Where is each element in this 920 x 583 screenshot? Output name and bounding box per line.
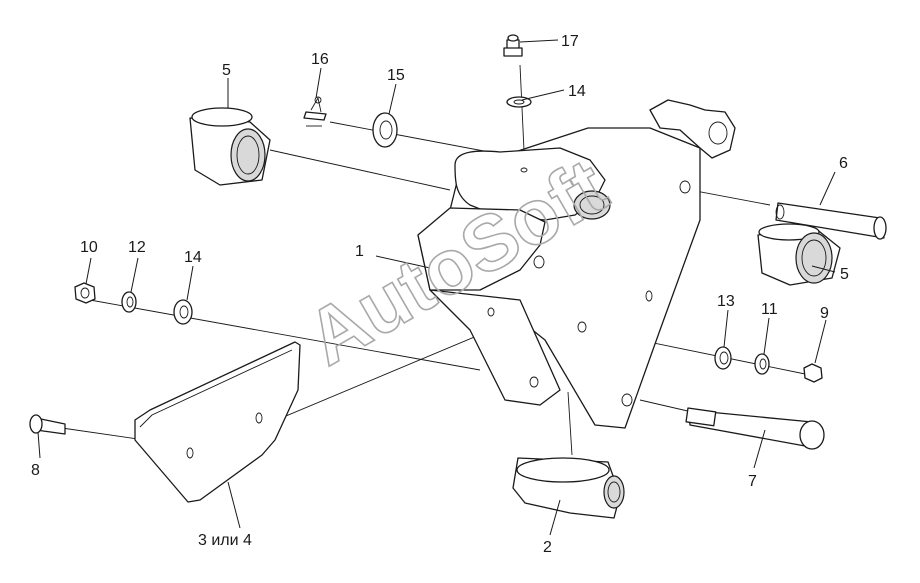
lock-washer-left [121, 291, 137, 313]
callout-3-or-4: 3 или 4 [198, 532, 252, 549]
callout-12: 12 [128, 239, 146, 256]
callout-2: 2 [543, 539, 552, 556]
bushing-left [189, 107, 271, 186]
grease-fitting [503, 34, 523, 57]
callout-14-left: 14 [184, 249, 202, 266]
callout-15: 15 [387, 67, 405, 84]
callout-5-right: 5 [840, 266, 849, 283]
callout-9: 9 [820, 305, 829, 322]
leader-lines [37, 39, 836, 536]
callout-14-top: 14 [568, 83, 586, 100]
callout-5-left: 5 [222, 62, 231, 79]
bolt-short [29, 414, 66, 435]
callout-10: 10 [80, 239, 98, 256]
cotter-pin [303, 96, 327, 127]
washer-large [372, 112, 398, 148]
callout-16: 16 [311, 51, 329, 68]
pin-long [775, 202, 887, 240]
bushing-sleeve [512, 457, 625, 519]
bushing-right [757, 223, 841, 286]
nut-left [74, 282, 96, 304]
nut-right [803, 363, 823, 383]
callout-7: 7 [748, 473, 757, 490]
side-plate [134, 341, 301, 503]
callout-6: 6 [839, 155, 848, 172]
washer-right [714, 346, 732, 370]
pin-stepped [685, 407, 825, 450]
callout-labels: 5 16 15 17 14 6 1 5 10 12 14 13 11 9 7 8… [31, 33, 849, 556]
callout-11: 11 [761, 301, 778, 318]
washer-left [173, 299, 193, 325]
callout-17: 17 [561, 33, 579, 50]
bracket-body [417, 99, 736, 429]
lock-washer-right [754, 353, 770, 375]
callout-8: 8 [31, 462, 40, 479]
callout-1: 1 [355, 243, 364, 260]
callout-13: 13 [717, 293, 735, 310]
